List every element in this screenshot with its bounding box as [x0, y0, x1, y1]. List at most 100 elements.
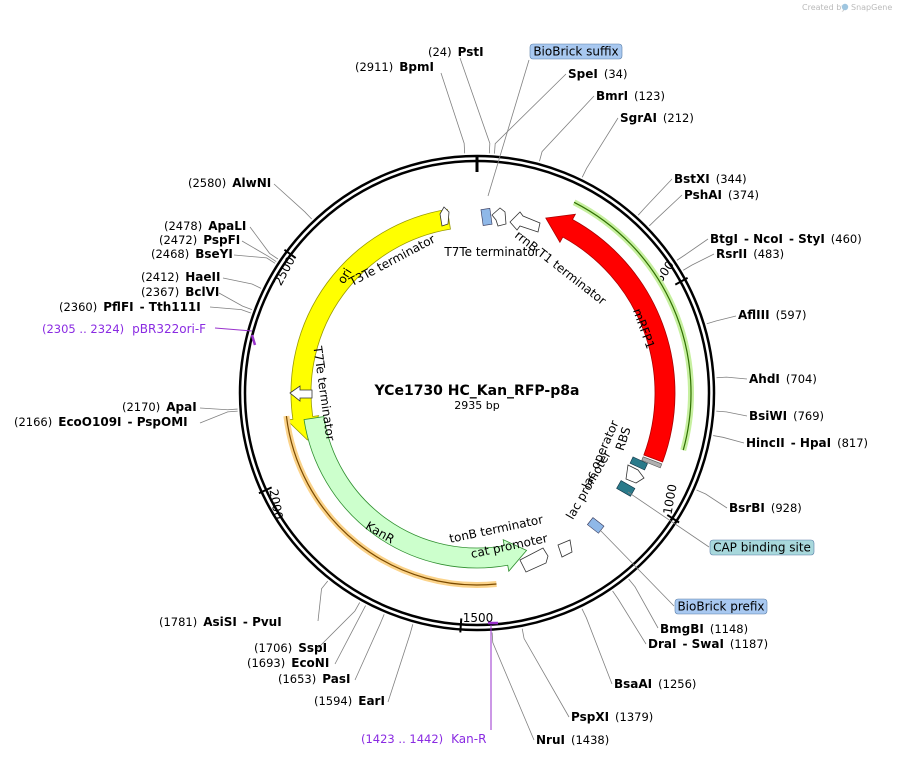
site-enzyme: EcoNI: [291, 656, 329, 670]
ruler-tick: [283, 248, 297, 259]
site-label-eari: (1594)EarI: [314, 694, 385, 708]
site-enzyme: BpmI: [399, 60, 434, 74]
site-enzyme: PspXI: [571, 710, 609, 724]
plasmid-length: 2935 bp: [454, 399, 499, 412]
site-position: (1187): [730, 637, 768, 651]
site-label-aflii: AflIII(597): [738, 308, 807, 322]
kanr-orf-line: [285, 415, 497, 586]
site-leader-bseyi: [233, 254, 276, 264]
site-label-pasi: (1653)PasI: [278, 672, 350, 686]
site-leader-rsrii: [683, 253, 715, 271]
site-enzyme: AlwNI: [232, 176, 271, 190]
site-position: (1693): [247, 656, 285, 670]
site-enzyme: HincII: [746, 436, 785, 450]
backbone-outer-strand: [238, 154, 716, 632]
site-leader-apali: [249, 226, 279, 260]
t7te-terminator-arrow-2: [289, 385, 313, 402]
ruler-tick: [258, 486, 273, 495]
site-label-sgrai: SgrAI(212): [620, 111, 694, 125]
primer-name: pBR322ori-F: [132, 322, 206, 336]
biobrick-suffix-marker: [480, 208, 493, 226]
site-position: (24): [428, 45, 452, 59]
site-enzyme: AsiSI: [203, 615, 237, 629]
site-leader-econi: [334, 605, 366, 665]
site-position: (34): [604, 67, 628, 81]
site-enzyme: HaeII: [185, 270, 220, 284]
ori-arrow: [286, 208, 451, 441]
boxed-label-bg-biobrick-suffix: [529, 43, 623, 60]
site-position: (2170): [122, 400, 160, 414]
site-enzyme: BmrI: [596, 89, 628, 103]
site-leader-bpmi: [440, 72, 466, 154]
site-label-bclvi: (2367)BclVI: [141, 285, 219, 299]
site-leader-bstxi: [637, 178, 673, 216]
site-position: (2412): [141, 270, 179, 284]
site-leader-psti: [459, 57, 491, 154]
site-leader-bclvi: [218, 292, 253, 310]
site-position: (2360): [59, 300, 97, 314]
primer-range: (1423 .. 1442): [361, 732, 443, 746]
site-label-hincii: HincII- HpaI(817): [746, 436, 868, 450]
site-enzyme: - Tth111I: [140, 300, 201, 314]
site-position: (1379): [615, 710, 653, 724]
boxed-leader-biobrick-suffix: [487, 59, 530, 197]
site-position: (1438): [571, 733, 609, 747]
site-enzyme: - SwaI: [682, 637, 723, 651]
feature-label-t7te1: T7Te terminator: [443, 245, 539, 259]
primer-label-kan-r: (1423 .. 1442)Kan-R: [361, 732, 486, 746]
site-enzyme: - NcoI: [744, 232, 783, 246]
site-label-bsrbi: BsrBI(928): [729, 501, 802, 515]
site-label-ecoo109i: (2166)EcoO109I- PspOMI: [14, 415, 188, 429]
site-label-apai: (2170)ApaI: [122, 400, 197, 414]
site-label-ahdi: AhdI(704): [749, 372, 817, 386]
site-leader-ahdi: [716, 376, 748, 380]
site-leader-asisi: [317, 580, 329, 622]
ruler-tick: [674, 276, 689, 286]
site-position: (928): [771, 501, 802, 515]
boxed-label-bg-cap-site: [709, 539, 815, 556]
feature-arrows: [283, 199, 694, 588]
site-enzyme: ApaLI: [208, 219, 246, 233]
boxed-label-cap-site: CAP binding site: [713, 541, 811, 555]
site-label-apali: (2478) ApaLI: [164, 219, 246, 233]
site-position: (1781): [159, 615, 197, 629]
site-position: (212): [663, 111, 694, 125]
site-position: (1148): [710, 622, 748, 636]
site-enzyme: BstXI: [674, 172, 710, 186]
site-label-asisi: (1781)AsiSI- PvuI: [159, 615, 282, 629]
primer-range: (2305 .. 2324): [42, 322, 124, 336]
site-enzyme: PflFI: [103, 300, 133, 314]
site-label-bmri: BmrI(123): [596, 89, 665, 103]
site-position: (1256): [658, 677, 696, 691]
plasmid-name: YCe1730 HC_Kan_RFP-p8a: [374, 383, 580, 399]
site-position: (2478): [164, 219, 202, 233]
site-position: (2166): [14, 415, 52, 429]
site-enzyme: BclVI: [185, 285, 219, 299]
site-label-btgi: BtgI- NcoI- StyI(460): [710, 232, 862, 246]
lac-operator-marker: [629, 456, 648, 471]
cap-binding-site-marker: [616, 480, 636, 497]
site-leader-bmgbi: [628, 578, 659, 629]
site-leader-pspfi: [241, 240, 277, 262]
site-position: (1653): [278, 672, 316, 686]
site-enzyme: - PspOMI: [128, 415, 188, 429]
site-label-bseyi: (2468)BseYI: [151, 247, 233, 261]
site-position: (2468): [151, 247, 189, 261]
site-leader-alwni: [273, 183, 312, 220]
mrfp1-orf-line: [573, 201, 692, 451]
boxed-label-biobrick-suffix: BioBrick suffix: [533, 45, 618, 59]
site-enzyme: BtgI: [710, 232, 738, 246]
site-label-pspfi: (2472)PspFI: [159, 233, 240, 247]
boxed-leader-cap-site: [627, 491, 710, 548]
site-label-bstxi: BstXI(344): [674, 172, 747, 186]
site-position: (374): [728, 188, 759, 202]
site-position: (1706): [254, 641, 292, 655]
boxed-label-biobrick-prefix: BioBrick prefix: [677, 600, 764, 614]
primer-mark-pbr322ori: [250, 334, 257, 346]
site-position: (2472): [159, 233, 197, 247]
site-label-spei: SpeI(34): [568, 67, 627, 81]
site-position: (2580): [188, 176, 226, 190]
